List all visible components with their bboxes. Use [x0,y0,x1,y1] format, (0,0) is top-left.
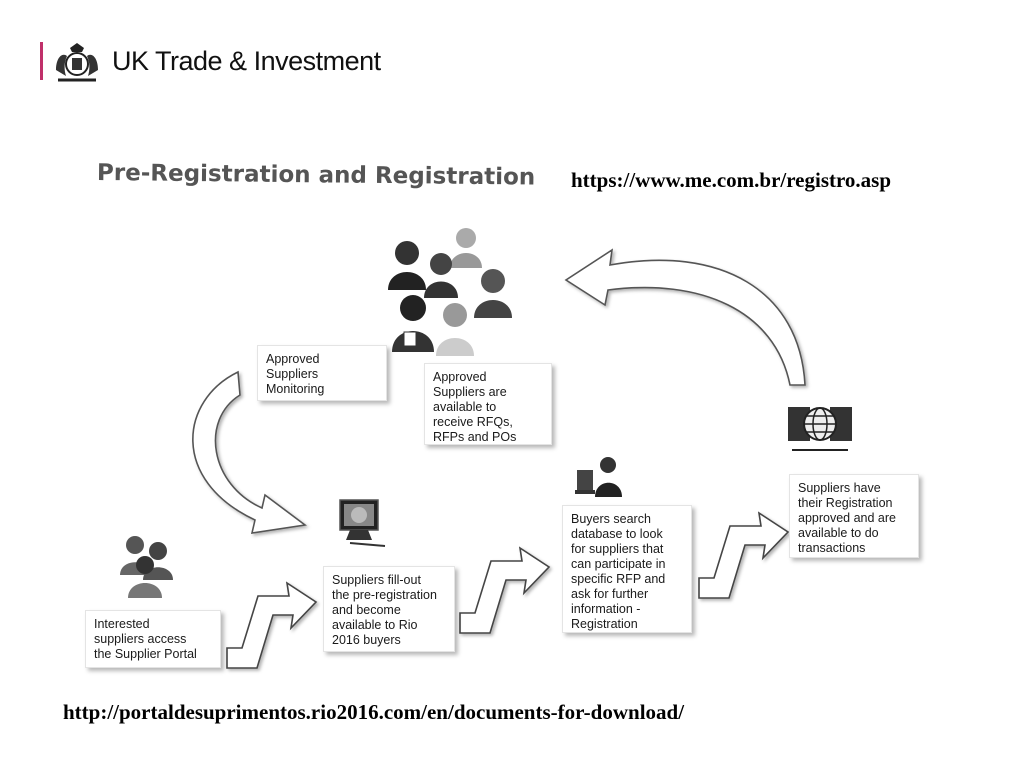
step-fill-out: Suppliers fill-out the pre-registration … [323,566,455,652]
step-arrow-3 [698,511,790,599]
crest-icon [56,43,98,82]
step-arrow-2 [459,546,551,634]
people-group-icon [120,536,173,598]
step-arrow-1 [226,581,318,669]
monitoring-arrow [192,370,308,534]
step-registration-approved: Suppliers have their Registration approv… [789,474,919,558]
step-buyers-search: Buyers search database to look for suppl… [562,505,692,633]
step-approved-available: Approved Suppliers are available to rece… [424,363,552,445]
step-monitoring: Approved Suppliers Monitoring [257,345,387,401]
globe-network-icon [788,407,852,451]
monitor-icon [339,499,386,547]
return-arrow [564,248,806,386]
registration-url[interactable]: https://www.me.com.br/registro.asp [571,168,892,192]
brand-accent-bar [40,42,43,80]
brand-name: UK Trade & Investment [112,46,381,76]
documents-url[interactable]: http://portaldesuprimentos.rio2016.com/e… [63,700,685,724]
step-interested-suppliers: Interested suppliers access the Supplier… [85,610,221,668]
crowd-icon [388,228,512,356]
buyer-computer-icon [575,457,622,497]
